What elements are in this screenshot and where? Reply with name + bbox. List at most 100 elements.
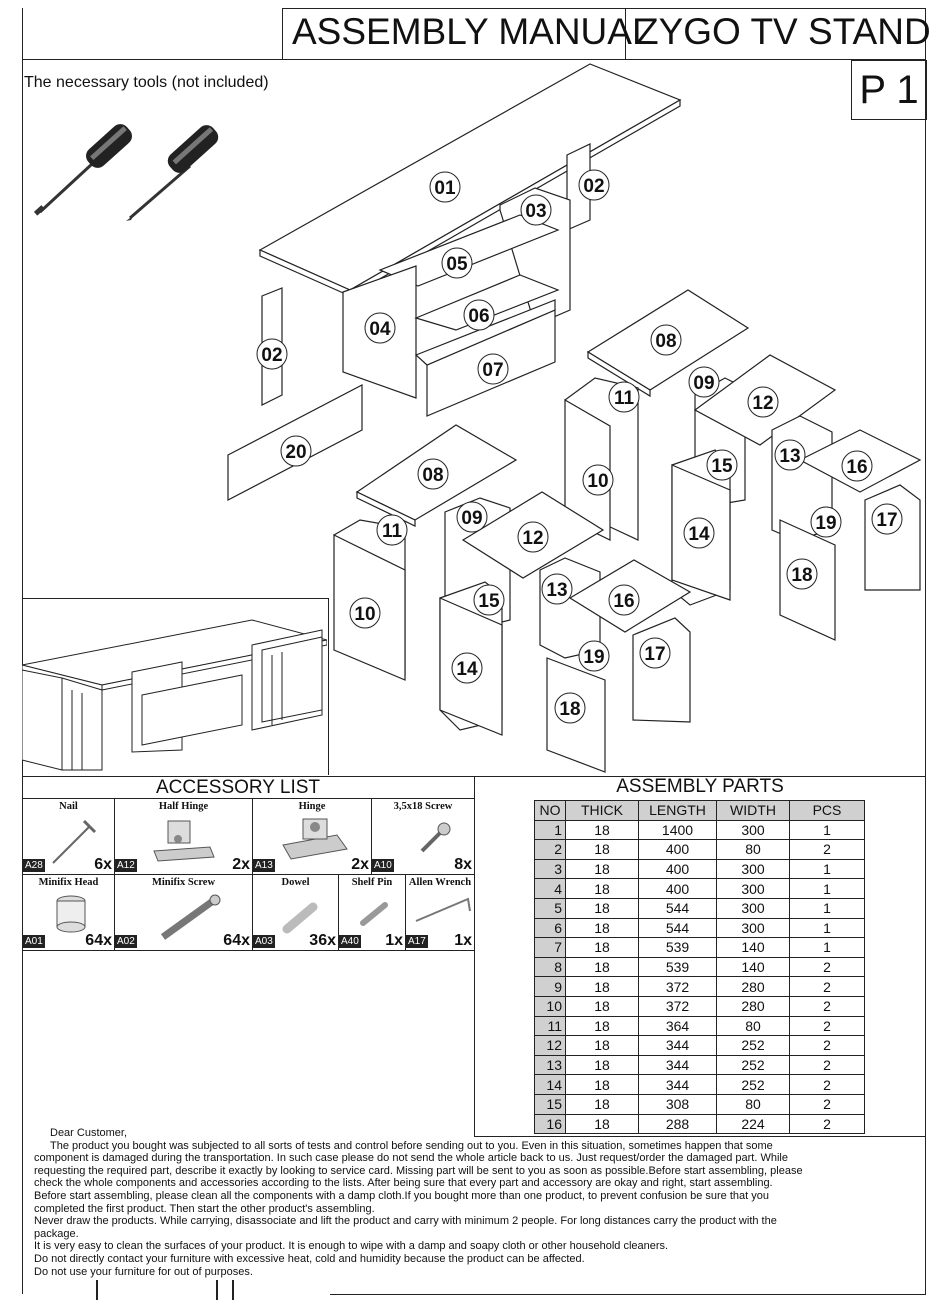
header-sep-2 bbox=[625, 8, 626, 59]
table-cell: 1 bbox=[789, 937, 865, 958]
part-label-11: 11 bbox=[608, 381, 640, 413]
table-cell: 3 bbox=[534, 858, 566, 880]
table-cell: 539 bbox=[638, 956, 717, 978]
table-cell: 18 bbox=[565, 956, 639, 978]
svg-text:06: 06 bbox=[468, 306, 489, 327]
part-label-11b: 11 bbox=[376, 514, 408, 546]
part-label-08: 08 bbox=[650, 324, 682, 356]
customer-notice: Dear Customer, The product you bought wa… bbox=[34, 1127, 804, 1278]
svg-text:08: 08 bbox=[655, 331, 676, 352]
table-cell: 18 bbox=[565, 917, 639, 939]
table-cell: 372 bbox=[638, 976, 717, 997]
svg-text:02: 02 bbox=[261, 345, 282, 366]
table-cell: 1 bbox=[789, 878, 865, 899]
right-frame bbox=[925, 8, 926, 1294]
product-title: ZYGO TV STAND bbox=[636, 11, 931, 52]
svg-text:14: 14 bbox=[456, 659, 478, 680]
svg-text:19: 19 bbox=[583, 647, 604, 668]
table-cell: 18 bbox=[565, 937, 639, 958]
svg-text:01: 01 bbox=[434, 178, 456, 199]
accessory-minifix-screw: Minifix Screw A02 64x bbox=[114, 874, 253, 951]
table-cell: 2 bbox=[534, 839, 566, 860]
accessory-screw: 3,5x18 Screw A10 8x bbox=[371, 798, 475, 875]
part-label-20: 20 bbox=[280, 435, 312, 467]
col-pcs: PCS bbox=[789, 800, 865, 821]
phillips-screwdriver-icon bbox=[126, 125, 219, 221]
table-cell: 80 bbox=[716, 839, 790, 860]
part-label-10b: 10 bbox=[349, 597, 381, 629]
col-no: NO bbox=[534, 800, 566, 821]
svg-text:12: 12 bbox=[522, 528, 543, 549]
screwdriver-tools bbox=[33, 124, 219, 221]
table-cell: 2 bbox=[789, 1113, 865, 1135]
table-cell: 1 bbox=[789, 858, 865, 880]
hinge-icon bbox=[282, 818, 348, 860]
table-cell: 252 bbox=[716, 1074, 790, 1095]
svg-text:13: 13 bbox=[779, 446, 800, 467]
part-label-17: 17 bbox=[871, 503, 903, 535]
part-label-10: 10 bbox=[582, 464, 614, 496]
part-label-02: 02 bbox=[578, 169, 610, 201]
table-cell: 8 bbox=[534, 956, 566, 978]
svg-text:13: 13 bbox=[546, 580, 567, 601]
table-cell: 4 bbox=[534, 878, 566, 899]
col-length: LENGTH bbox=[638, 800, 717, 821]
part-label-13: 13 bbox=[774, 439, 806, 471]
table-cell: 18 bbox=[565, 1054, 639, 1076]
svg-text:16: 16 bbox=[613, 591, 634, 612]
svg-text:10: 10 bbox=[587, 471, 608, 492]
notice-paragraph-3: It is very easy to clean the surfaces of… bbox=[34, 1240, 669, 1253]
notice-paragraph-4: Do not directly contact your furniture w… bbox=[34, 1252, 585, 1265]
table-cell: 1 bbox=[789, 819, 865, 841]
footer-tick-1 bbox=[96, 1280, 98, 1300]
table-cell: 372 bbox=[638, 995, 717, 1017]
table-cell: 300 bbox=[716, 897, 790, 919]
table-cell: 18 bbox=[565, 839, 639, 860]
table-cell: 10 bbox=[534, 995, 566, 1017]
minifix-screw-icon bbox=[160, 894, 221, 940]
accessory-nail: Nail A28 6x bbox=[22, 798, 115, 875]
table-cell: 2 bbox=[789, 1074, 865, 1095]
table-cell: 252 bbox=[716, 1035, 790, 1056]
accessory-shelf-pin: Shelf Pin A40 1x bbox=[338, 874, 406, 951]
part-label-13b: 13 bbox=[541, 573, 573, 605]
table-cell: 18 bbox=[565, 976, 639, 997]
assembled-tv-stand-image bbox=[22, 619, 327, 771]
notice-paragraph-1: The product you bought was subjected to … bbox=[34, 1139, 803, 1215]
table-cell: 544 bbox=[638, 897, 717, 919]
part-label-05: 05 bbox=[441, 247, 473, 279]
accessory-allen-wrench: Allen Wrench A17 1x bbox=[405, 874, 475, 951]
header-top-line bbox=[282, 8, 926, 9]
table-cell: 15 bbox=[534, 1093, 566, 1115]
part-label-04: 04 bbox=[364, 312, 396, 344]
table-cell: 13 bbox=[534, 1054, 566, 1076]
table-cell: 2 bbox=[789, 1035, 865, 1056]
middle-vsep bbox=[474, 776, 475, 1136]
table-cell: 1 bbox=[534, 819, 566, 841]
table-header-row: NO THICK LENGTH WIDTH PCS bbox=[534, 800, 865, 821]
table-cell: 18 bbox=[565, 1074, 639, 1095]
svg-text:09: 09 bbox=[461, 508, 482, 529]
accessory-list-title: ACCESSORY LIST bbox=[155, 777, 321, 798]
part-label-14b: 14 bbox=[451, 652, 483, 684]
header-sep-1 bbox=[282, 8, 283, 59]
table-cell: 539 bbox=[638, 937, 717, 958]
table-cell: 1 bbox=[789, 897, 865, 919]
assembly-parts-title: ASSEMBLY PARTS bbox=[616, 776, 784, 797]
table-cell: 18 bbox=[565, 878, 639, 899]
svg-text:11: 11 bbox=[614, 388, 635, 409]
part-label-15: 15 bbox=[706, 449, 738, 481]
part-label-08b: 08 bbox=[417, 458, 449, 490]
part-label-15b: 15 bbox=[473, 584, 505, 616]
table-cell: 308 bbox=[638, 1093, 717, 1115]
